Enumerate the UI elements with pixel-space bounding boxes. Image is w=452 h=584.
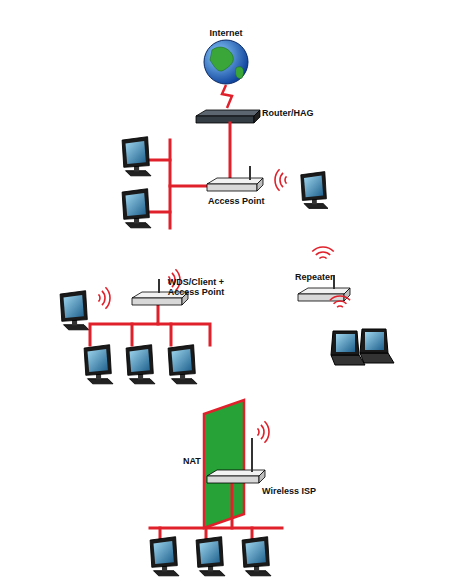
ethernet-wire (158, 324, 210, 345)
wireless-signal (261, 425, 264, 439)
wireless-signal (257, 428, 259, 435)
antenna (158, 279, 160, 293)
desktop-computer (126, 345, 155, 384)
ethernet-wire (131, 324, 134, 345)
ethernet-wire (170, 185, 207, 188)
wireless-signal (102, 291, 105, 305)
antenna (249, 166, 251, 180)
globe-continents (210, 47, 244, 78)
desktop-computer (84, 345, 113, 384)
repeater-device (298, 288, 350, 301)
laptop-computer (331, 331, 365, 365)
wireless-signal (275, 169, 280, 191)
wireless-signal (280, 173, 283, 187)
desktop-computer (242, 537, 271, 576)
wireless-signal (330, 296, 350, 300)
laptop-computer (360, 329, 394, 363)
desktop-computer (60, 291, 89, 330)
ethernet-wire (90, 305, 158, 345)
device-label: Router/HAG (262, 108, 314, 118)
device-label: Wireless ISP (262, 486, 316, 496)
router-device (196, 110, 260, 123)
nat-label: NAT (183, 456, 201, 466)
ethernet-wire (169, 140, 172, 228)
ethernet-wire (150, 527, 282, 530)
ethernet-wire (229, 123, 232, 178)
wireless-signal (98, 294, 100, 301)
wireless-signal (337, 306, 343, 307)
ethernet-wire (148, 159, 170, 162)
ethernet-wire (231, 478, 234, 528)
wireless-signal (105, 287, 110, 309)
wireless-signal (319, 257, 326, 259)
internet-link (222, 85, 232, 108)
wireless-signal (316, 252, 330, 255)
desktop-computer (122, 137, 151, 176)
wireless-isp-device (207, 470, 265, 483)
desktop-computer (150, 537, 179, 576)
wireless-signal (312, 247, 334, 252)
device-label: Access Point (208, 196, 265, 206)
nat-firewall-wall (204, 400, 244, 528)
device-label: Repeater (295, 272, 334, 282)
wireless-signal (285, 176, 287, 183)
internet-label: Internet (209, 28, 242, 38)
desktop-computer (122, 189, 151, 228)
desktop-computer (196, 537, 225, 576)
wireless-signal (264, 421, 269, 443)
access-point-device (207, 178, 263, 191)
internet-globe (204, 40, 248, 84)
desktop-computer (168, 345, 197, 384)
device-label: WDS/Client + Access Point (164, 277, 228, 297)
ethernet-wire (148, 211, 170, 214)
antenna (251, 438, 253, 472)
ethernet-wire (170, 324, 173, 345)
desktop-computer (301, 172, 328, 209)
wireless-signal (334, 301, 347, 304)
